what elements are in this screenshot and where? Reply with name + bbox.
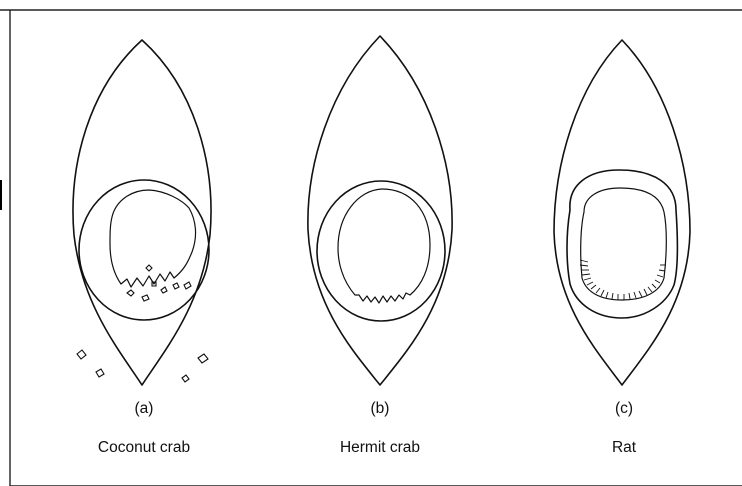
- panel-c-caption: Rat: [504, 439, 742, 457]
- shell-opening-bitten: [110, 190, 196, 287]
- husk-outline: [554, 40, 690, 385]
- shell-outer-ring: [79, 180, 209, 320]
- shell-outer-ring: [567, 170, 677, 318]
- shell-opening-gnawed: [581, 188, 667, 300]
- scattered-shell-fragments: [77, 350, 208, 382]
- panel-b-caption: Hermit crab: [260, 439, 500, 457]
- panel-c-letter: (c): [504, 400, 742, 418]
- gnaw-marks: [580, 260, 666, 300]
- panel-b-letter: (b): [260, 400, 500, 418]
- shell-opening-jagged-edge: [338, 189, 430, 303]
- panel-a-letter: (a): [24, 400, 264, 418]
- husk-outline: [73, 40, 211, 385]
- panel-a-caption: Coconut crab: [24, 439, 264, 457]
